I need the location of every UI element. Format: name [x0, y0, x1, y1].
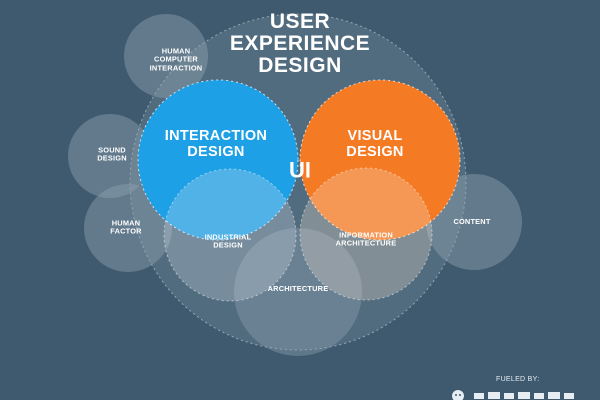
human-factor-circle	[84, 184, 172, 272]
fueled-by-label: FUELED BY:	[496, 376, 540, 383]
sponsor-logo-icon	[452, 390, 574, 400]
hci-circle	[124, 14, 208, 98]
visual-design-circle	[300, 80, 460, 240]
hci-label: HUMAN COMPUTER INTERACTION	[149, 46, 203, 73]
information-architecture-circle	[300, 168, 432, 300]
sponsor-logo	[450, 388, 600, 400]
information-architecture-label: INFORMATION ARCHITECTURE	[335, 230, 397, 248]
interaction-design-label: INTERACTION DESIGN	[164, 127, 268, 160]
architecture-circle	[234, 228, 362, 356]
sound-design-circle	[68, 114, 152, 198]
industrial-outline	[163, 168, 297, 302]
visual-design-label: VISUAL DESIGN	[346, 127, 404, 160]
interaction-outline	[137, 79, 299, 241]
industrial-design-label: INDUSTRIAL DESIGN	[204, 232, 252, 250]
human-factor-label: HUMAN FACTOR	[110, 218, 142, 236]
ux-title: USER EXPERIENCE DESIGN	[229, 9, 371, 78]
visual-outline	[299, 79, 461, 241]
industrial-design-circle	[164, 169, 296, 301]
ui-label: UI	[289, 157, 311, 183]
architecture-label: ARCHITECTURE	[267, 283, 329, 293]
sound-design-label: SOUND DESIGN	[97, 145, 127, 163]
interaction-design-circle	[138, 80, 298, 240]
content-label: CONTENT	[453, 216, 491, 226]
information-outline	[299, 167, 433, 301]
